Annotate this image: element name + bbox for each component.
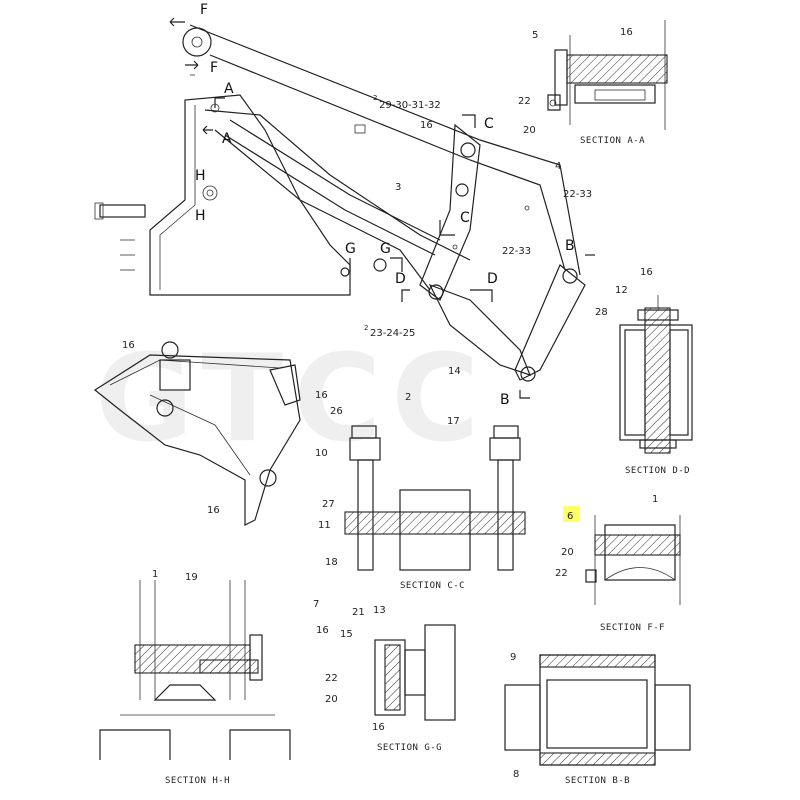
callout-20-aa: 20	[523, 125, 536, 136]
section-b-b	[504, 654, 691, 766]
callout-22-33-mid: 22-33	[502, 246, 531, 257]
callout-15: 15	[340, 629, 353, 640]
label-b-top: B	[565, 238, 575, 254]
section-f-f	[585, 515, 681, 605]
section-g-g	[374, 624, 456, 721]
linkage-view	[93, 341, 301, 526]
callout-4: 4	[555, 161, 561, 172]
highlight-box	[563, 506, 579, 522]
loader-frame	[94, 24, 586, 382]
callout-28: 28	[595, 307, 608, 318]
callout-27: 27	[322, 499, 335, 510]
callout-16-main: 16	[420, 120, 433, 131]
watermark: GTCC	[95, 330, 489, 469]
callout-16-link-b: 16	[315, 390, 328, 401]
section-g-g-title: SECTION G-G	[377, 743, 442, 753]
callout-29-32-qty: 2	[373, 94, 377, 102]
section-c-c	[344, 425, 526, 571]
callout-22-hh: 22	[325, 673, 338, 684]
label-c-bottom: C	[460, 210, 470, 226]
callout-16-link-a: 16	[122, 340, 135, 351]
label-h-bottom: H	[195, 208, 206, 224]
section-d-d	[619, 295, 693, 454]
callout-17: 17	[447, 416, 460, 427]
callout-6: 6	[567, 511, 573, 522]
callout-5: 5	[532, 30, 538, 41]
label-b-bottom: B	[500, 392, 510, 408]
label-g-right: G	[380, 241, 391, 257]
label-a-top: A	[224, 81, 234, 97]
callout-22-33-top: 22-33	[563, 189, 592, 200]
callout-23-25: 23-24-25	[370, 328, 415, 339]
section-f-f-title: SECTION F-F	[600, 623, 665, 633]
section-h-h	[99, 580, 291, 760]
callout-2: 2	[405, 392, 411, 403]
callout-16-link-c: 16	[207, 505, 220, 516]
label-c-top: C	[484, 116, 494, 132]
callout-3: 3	[395, 182, 401, 193]
callout-8: 8	[513, 769, 519, 780]
callout-18: 18	[325, 557, 338, 568]
callout-23-25-qty: 2	[364, 324, 368, 332]
callout-7: 7	[313, 599, 319, 610]
section-a-a-title: SECTION A-A	[580, 136, 645, 146]
callout-13: 13	[373, 605, 386, 616]
callout-20-ff: 20	[561, 547, 574, 558]
section-d-d-title: SECTION D-D	[625, 466, 690, 476]
callout-1-ff: 1	[652, 494, 658, 505]
callout-21: 21	[352, 607, 365, 618]
callout-29-32: 29-30-31-32	[379, 100, 441, 111]
callout-16-aa: 16	[620, 27, 633, 38]
callout-9: 9	[510, 652, 516, 663]
callout-12: 12	[615, 285, 628, 296]
label-h-top: H	[195, 168, 206, 184]
callout-16-hh: 16	[316, 625, 329, 636]
callout-20-hh: 20	[325, 694, 338, 705]
section-arrows	[169, 17, 595, 399]
label-g-left: G	[345, 241, 356, 257]
label-f-top: F	[200, 2, 208, 18]
callout-10: 10	[315, 448, 328, 459]
label-a-bottom: A	[222, 131, 232, 147]
callout-1-hh: 1	[152, 569, 158, 580]
callout-22-ff: 22	[555, 568, 568, 579]
callout-11: 11	[318, 520, 331, 531]
callout-26: 26	[330, 406, 343, 417]
section-a-a	[547, 20, 668, 130]
section-c-c-title: SECTION C-C	[400, 581, 465, 591]
callout-14: 14	[448, 366, 461, 377]
callout-19: 19	[185, 572, 198, 583]
label-d-right: D	[487, 271, 498, 287]
callout-16-gg: 16	[372, 722, 385, 733]
section-b-b-title: SECTION B-B	[565, 776, 630, 786]
label-f-bottom: F	[210, 60, 218, 76]
section-h-h-title: SECTION H-H	[165, 776, 230, 786]
callout-22-aa: 22	[518, 96, 531, 107]
label-d-left: D	[395, 271, 406, 287]
callout-16-dd: 16	[640, 267, 653, 278]
